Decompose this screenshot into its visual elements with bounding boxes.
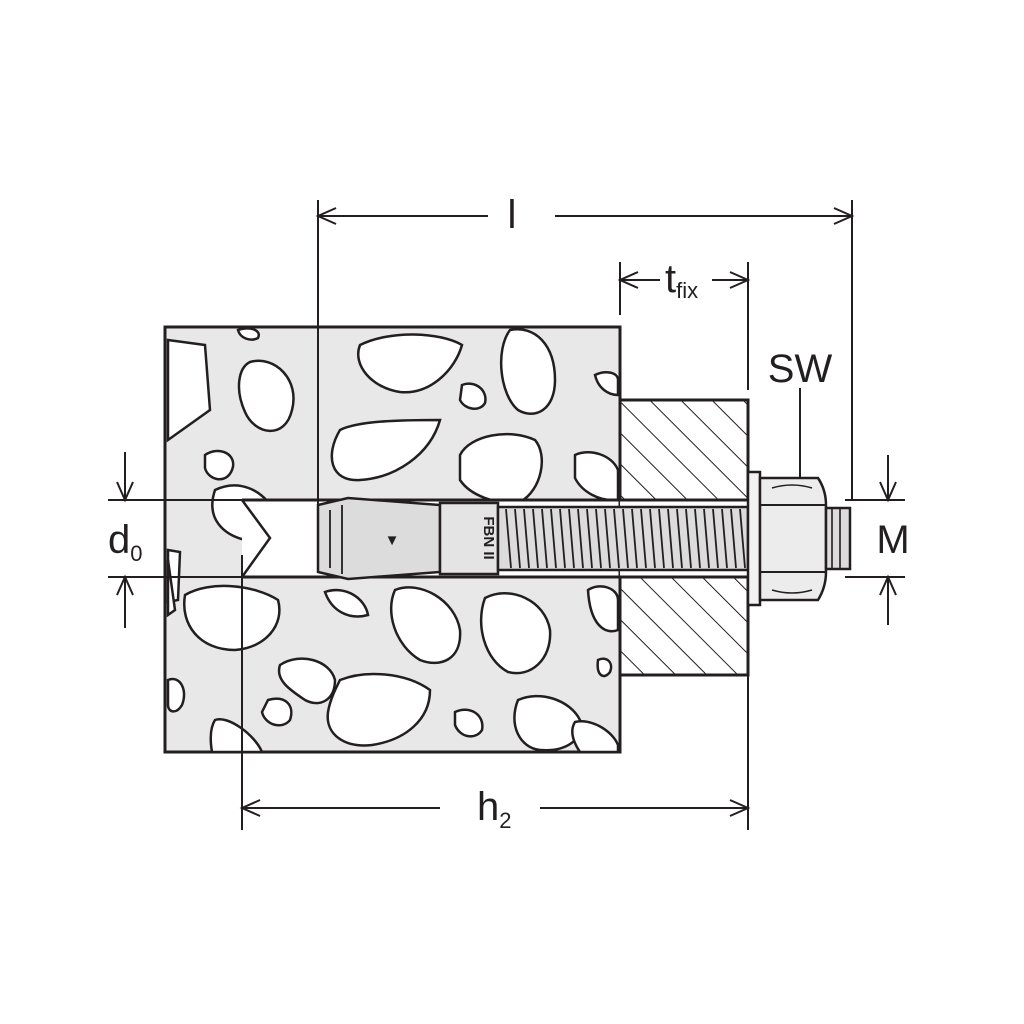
sw-label: SW (768, 347, 833, 391)
dimension-lines (108, 200, 905, 830)
thread-line (730, 508, 737, 569)
bolt-end (824, 506, 852, 571)
thread-line (577, 508, 584, 569)
m-label: M (876, 518, 909, 562)
thread-line (514, 508, 521, 569)
thread-line (721, 508, 728, 569)
thread-line (658, 508, 665, 569)
thread-line (532, 508, 539, 569)
thread-line (631, 508, 638, 569)
thread-line (613, 508, 620, 569)
thread-line (676, 508, 683, 569)
concrete-aggregate (166, 327, 620, 752)
clip-mark: ▼ (385, 532, 400, 549)
thread-line (550, 508, 557, 569)
anchor-bolt: ▼ FBN II (316, 470, 852, 607)
anchor-stamp: FBN II (480, 516, 497, 559)
h2-label: h2 (477, 785, 512, 833)
length-label: l (508, 193, 517, 237)
thread-line (703, 508, 710, 569)
thread-lines (505, 508, 746, 569)
anchor-body (438, 501, 500, 576)
d0-label: d0 (108, 518, 143, 566)
thread-line (712, 508, 719, 569)
hex-nut (758, 476, 828, 602)
thread-line (604, 508, 611, 569)
thread-line (649, 508, 656, 569)
thread-line (739, 508, 746, 569)
thread-line (541, 508, 548, 569)
thread-line (622, 508, 629, 569)
thread-line (685, 508, 692, 569)
thread-line (640, 508, 647, 569)
thread-line (694, 508, 701, 569)
expansion-clip (316, 496, 442, 581)
t-fix-label: tfix (665, 257, 698, 303)
thread-line (505, 508, 512, 569)
thread-line (568, 508, 575, 569)
washer (746, 470, 762, 607)
thread-line (667, 508, 674, 569)
thread-line (523, 508, 530, 569)
thread-line (595, 508, 602, 569)
thread-line (559, 508, 566, 569)
thread-line (586, 508, 593, 569)
